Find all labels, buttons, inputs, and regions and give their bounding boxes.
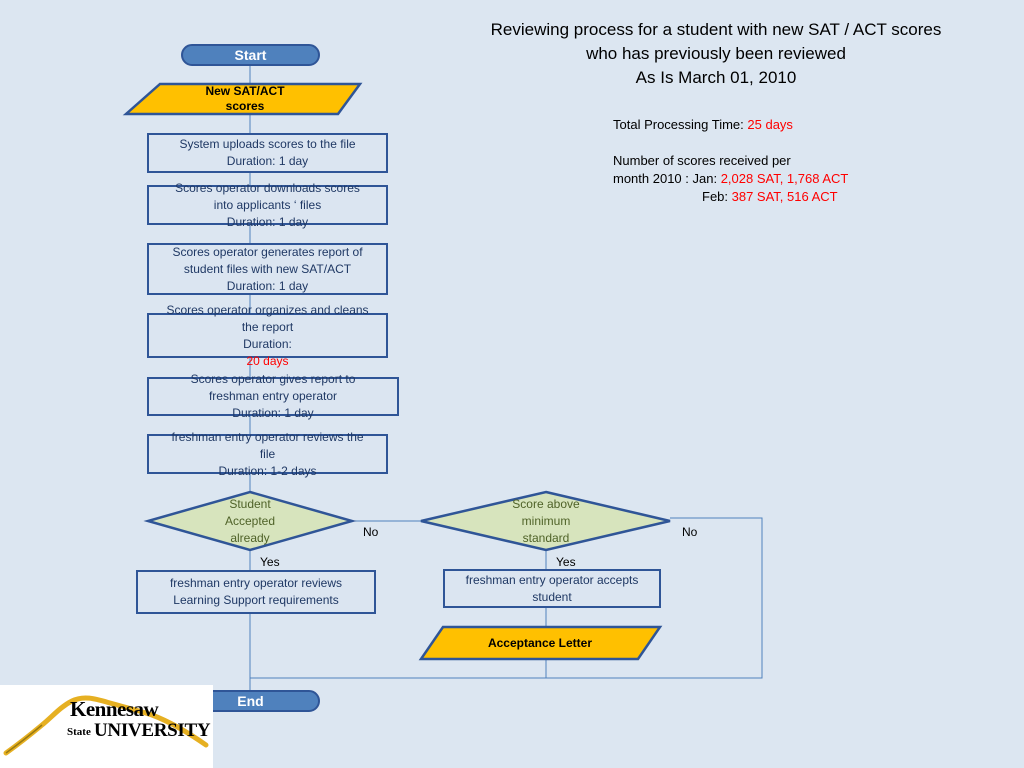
no-label-1: No: [363, 525, 379, 539]
duration-highlight: 20 days: [246, 353, 289, 368]
step-organizes-report: Scores operator organizes and cleans the…: [147, 303, 388, 368]
step-gives-report: Scores operator gives report to freshman…: [147, 372, 399, 420]
logo-word-kennesaw: Kennesaw: [70, 697, 159, 721]
logo-word-state: State: [67, 726, 91, 738]
acceptance-letter-parallelogram: [418, 625, 663, 661]
jan-scores-value: 2,028 SAT, 1,768 ACT: [720, 171, 849, 186]
decision-student-accepted-label: Student Accepted already: [224, 496, 276, 545]
scores-received-label: Number of scores received per: [613, 153, 791, 168]
title-line-3: As Is March 01, 2010: [635, 68, 797, 87]
yes-label-1: Yes: [260, 555, 280, 569]
total-processing-value: 25 days: [747, 117, 793, 132]
decision-score-above-minimum: [420, 490, 671, 552]
diagram-title: Reviewing process for a student with new…: [436, 18, 996, 90]
title-line-2: who has previously been reviewed: [586, 44, 846, 63]
title-line-1: Reviewing process for a student with new…: [490, 20, 942, 39]
jan-scores: month 2010 : Jan: 2,028 SAT, 1,768 ACT: [613, 171, 849, 186]
step-generates-report: Scores operator generates report of stud…: [147, 243, 388, 295]
step-reviews-file: freshman entry operator reviews the file…: [147, 430, 388, 478]
feb-scores-value: 387 SAT, 516 ACT: [731, 189, 838, 204]
feb-scores: Feb: 387 SAT, 516 ACT: [702, 189, 838, 204]
acceptance-letter-label: Acceptance Letter: [487, 635, 593, 650]
logo-word-university: UNIVERSITY: [94, 720, 211, 741]
step-operator-downloads: Scores operator downloads scores into ap…: [147, 181, 388, 229]
total-processing-time: Total Processing Time: 25 days: [613, 117, 793, 132]
mountain-logo-icon: [3, 695, 209, 756]
decision-score-above-label: Score above minimum standard: [512, 496, 580, 545]
step-learning-support: freshman entry operator reviews Learning…: [136, 570, 376, 614]
processing-info: Total Processing Time: 25 days Number of…: [613, 116, 848, 206]
return-connector-line: [250, 517, 763, 679]
step-accepts-student: freshman entry operator accepts student: [443, 569, 661, 608]
decision-student-accepted: [143, 490, 357, 552]
step-system-uploads: System uploads scores to the file Durati…: [147, 133, 388, 173]
university-logo: Kennesaw State UNIVERSITY: [0, 685, 213, 768]
start-terminal: Start: [181, 44, 320, 66]
yes-label-2: Yes: [556, 555, 576, 569]
no-label-2: No: [682, 525, 698, 539]
input-scores-label: New SAT/ACT scores: [205, 84, 285, 113]
input-parallelogram: [122, 82, 363, 116]
end-terminal: End: [181, 690, 320, 712]
